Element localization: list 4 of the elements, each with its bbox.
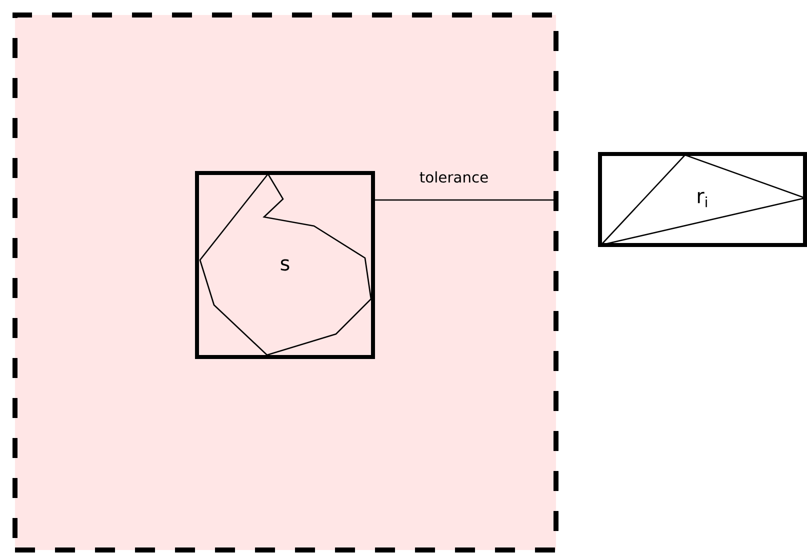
bounding-box: r$_{i}$	[598, 152, 807, 247]
tolerance-region	[12, 12, 558, 552]
bounding-box: s	[195, 170, 375, 359]
dimension-label: tolerance	[420, 171, 488, 183]
